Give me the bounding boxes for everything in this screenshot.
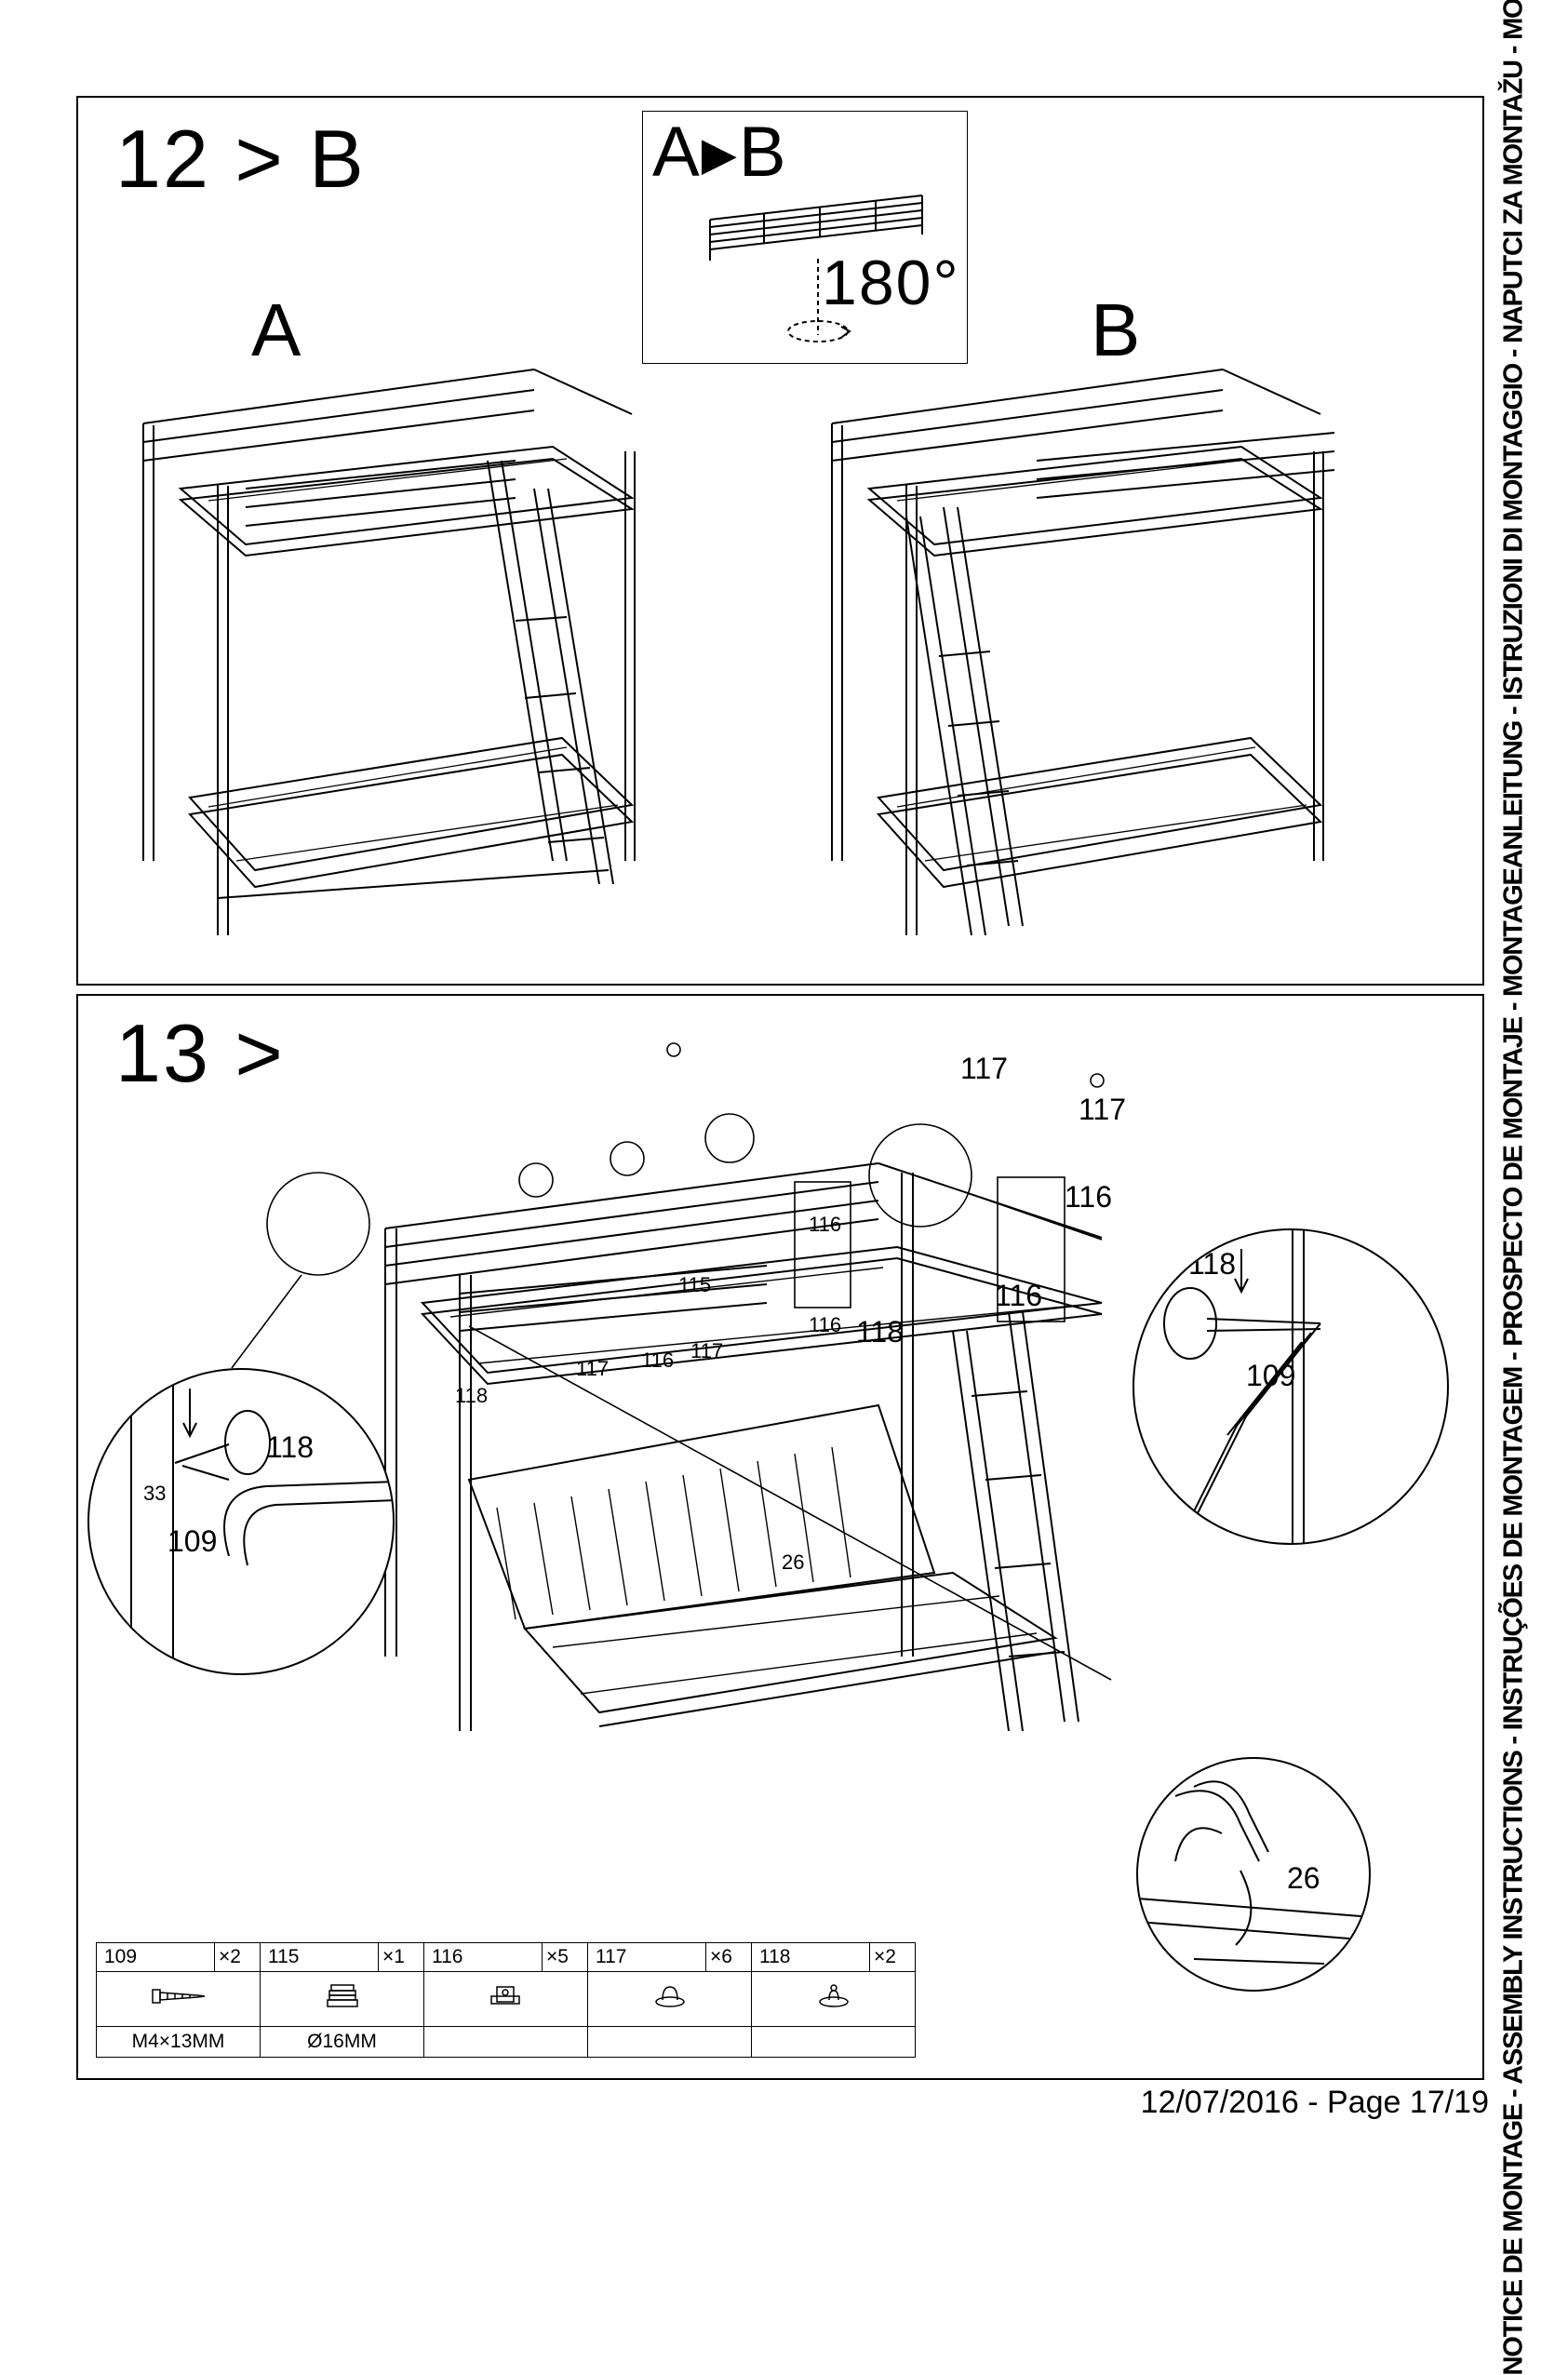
part-id: 115 <box>260 1942 379 1972</box>
callout-109-detail-left: 109 <box>168 1524 218 1558</box>
callout-118-detail-left: 118 <box>266 1430 315 1464</box>
step-12-title: 12 > B <box>115 113 366 205</box>
part-id: 109 <box>96 1942 215 1972</box>
part-id: 117 <box>587 1942 706 1972</box>
leader-lines <box>231 1042 1112 1681</box>
side-banner: NOTICE DE MONTAGE - ASSEMBLY INSTRUCTION… <box>1493 0 1535 2375</box>
callout-116-right-b: 116 <box>995 1279 1043 1312</box>
detail-circle-tool: 26 <box>1136 1757 1371 1992</box>
bunk-bed-a-drawing <box>142 369 636 935</box>
callout-115: 115 <box>678 1273 712 1296</box>
futon-bunk-bed-drawing <box>384 1162 1103 1732</box>
parts-icon-row <box>96 1971 916 2027</box>
callout-116-low: 116 <box>641 1349 675 1372</box>
part-qty: ×5 <box>542 1942 588 1972</box>
callout-117-low-b: 117 <box>690 1339 724 1362</box>
callout-109-detail-right: 109 <box>1246 1359 1296 1392</box>
bunk-bed-b-drawing <box>831 369 1335 936</box>
dome-cap-icon <box>587 1971 752 2027</box>
part-qty: ×2 <box>214 1942 261 1972</box>
screw-icon <box>96 1971 261 2027</box>
part-spec: M4×13MM <box>96 2026 261 2058</box>
callout-26-detail: 26 <box>1287 1861 1320 1895</box>
side-banner-text: NOTICE DE MONTAGE - ASSEMBLY INSTRUCTION… <box>1498 0 1529 2375</box>
step-13-panel: 13 > <box>76 994 1484 2080</box>
rotation-degrees: 180° <box>822 248 960 318</box>
detail-circle-screw: 118 33 109 <box>87 1368 395 1675</box>
part-qty: ×1 <box>378 1942 424 1972</box>
part-id: 118 <box>751 1942 870 1972</box>
callout-118-left-small: 118 <box>455 1384 489 1407</box>
part-spec <box>587 2026 752 2058</box>
clip-nut-icon <box>423 1971 588 2027</box>
label-a: A <box>251 288 302 371</box>
callout-118-mid: 118 <box>856 1315 905 1349</box>
detail-circle-hook-cap: 118 109 <box>1132 1228 1449 1545</box>
part-spec <box>423 2026 588 2058</box>
callout-116-mid-a: 116 <box>809 1213 842 1236</box>
step-13-title: 13 > <box>115 1007 285 1099</box>
step-12-panel: 12 > B A▸B 180° A B <box>76 96 1484 986</box>
label-b: B <box>1091 288 1141 371</box>
callout-118-detail-right: 118 <box>1188 1247 1237 1281</box>
parts-id-row: 109 ×2 115 ×1 116 ×5 117 ×6 118 ×2 <box>96 1942 916 1972</box>
callout-116-right-a: 116 <box>1065 1180 1113 1214</box>
ribbed-plug-icon <box>260 1971 424 2027</box>
callout-117-top-b: 117 <box>1079 1093 1127 1126</box>
guard-rail-rotation-drawing <box>709 195 923 342</box>
callout-117-low-a: 117 <box>576 1357 610 1380</box>
part-spec <box>751 2026 916 2058</box>
inset-title: A▸B <box>652 113 788 192</box>
hook-cap-icon <box>751 1971 916 2027</box>
callout-26-mid: 26 <box>782 1550 805 1574</box>
rotation-inset: A▸B 180° <box>642 111 968 364</box>
callout-117-top-a: 117 <box>960 1052 1009 1085</box>
callout-116-mid-b: 116 <box>809 1313 842 1336</box>
part-qty: ×2 <box>869 1942 916 1972</box>
part-spec: Ø16MM <box>260 2026 424 2058</box>
callout-33-detail-left: 33 <box>143 1482 167 1505</box>
part-id: 116 <box>423 1942 543 1972</box>
parts-spec-row: M4×13MM Ø16MM <box>96 2026 916 2058</box>
page-footer: 12/07/2016 - Page 17/19 <box>1140 2085 1489 2120</box>
parts-table: 109 ×2 115 ×1 116 ×5 117 ×6 118 ×2 M4×13… <box>96 1942 916 2058</box>
part-qty: ×6 <box>705 1942 752 1972</box>
